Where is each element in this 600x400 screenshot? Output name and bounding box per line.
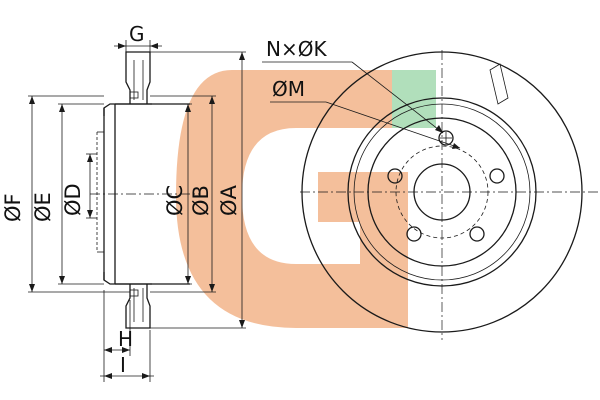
dim-h-i: H I <box>100 290 154 382</box>
dim-e-label: ØE <box>31 192 55 222</box>
dim-m-label: ØM <box>272 77 305 101</box>
dim-n-k-label: N×ØK <box>266 37 327 61</box>
gg-logo-icon <box>176 70 436 328</box>
dim-a-label: ØA <box>217 184 241 216</box>
right-dimensions: ØC ØB ØA <box>150 51 246 329</box>
dim-i-label: I <box>120 353 126 377</box>
dim-d-label: ØD <box>61 183 85 216</box>
dim-h-label: H <box>118 327 133 351</box>
dim-g: G <box>114 22 162 52</box>
left-dimensions: ØF ØE ØD <box>1 95 130 293</box>
dim-f-label: ØF <box>1 193 25 222</box>
front-view: N×ØK ØM <box>262 37 600 340</box>
dim-g-label: G <box>129 22 145 46</box>
side-section-view <box>90 51 200 329</box>
dim-c-label: ØC <box>163 185 187 216</box>
dim-b-label: ØB <box>189 185 213 216</box>
